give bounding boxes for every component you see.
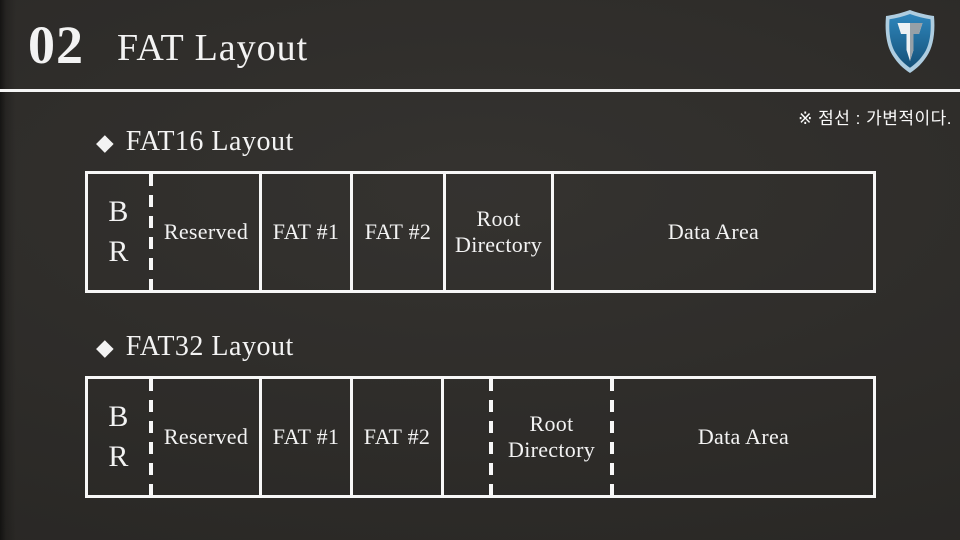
segment-label: Data Area [667,218,760,244]
segment-label: FAT #1 [272,423,340,449]
segment-label: Data Area [697,423,790,449]
fat16-segment-fat1: FAT #1 [262,174,350,290]
fat16-heading-label: FAT16 Layout [125,126,294,157]
br-label-top: B [108,194,129,228]
fat16-segment-root-directory: Root Directory [446,174,551,290]
fat32-segment-fat2: FAT #2 [353,379,441,495]
segment-label: FAT #1 [272,218,340,244]
solid-divider [259,174,262,290]
segment-label: FAT #2 [364,218,432,244]
fat32-segment-data-area: Data Area [614,379,873,495]
title-rule [0,89,960,92]
page-number: 02 [28,15,84,75]
fat16-segment-fat2: FAT #2 [353,174,443,290]
solid-divider [551,174,554,290]
page-title: FAT Layout [117,27,309,69]
segment-label: Root Directory [508,410,595,462]
segment-label: Root Directory [455,205,542,257]
fat32-diagram: B R Reserved FAT #1 FAT #2 Root Director… [85,376,876,498]
fat32-segment-unlabeled [444,379,489,495]
dashed-divider [149,174,153,290]
br-label-top: B [108,399,129,433]
dashed-divider [489,379,493,495]
fat32-segment-root-directory: Root Directory [493,379,610,495]
logo [883,9,937,75]
solid-divider [443,174,446,290]
diamond-bullet-icon: ◆ [96,334,114,361]
dashed-line-note: ※ 점선 : 가변적이다. [798,109,952,128]
segment-label: Reserved [163,218,249,244]
segment-label: FAT #2 [363,423,431,449]
segment-label: Reserved [163,423,249,449]
diamond-bullet-icon: ◆ [96,129,114,156]
fat32-heading: ◆ FAT32 Layout [96,331,294,363]
dashed-divider [149,379,153,495]
solid-divider [441,379,444,495]
fat32-segment-reserved: Reserved [153,379,259,495]
fat16-diagram: B R Reserved FAT #1 FAT #2 Root Director… [85,171,876,293]
dashed-divider [610,379,614,495]
fat16-segment-data-area: Data Area [554,174,873,290]
fat32-segment-br: B R [88,379,149,495]
solid-divider [350,379,353,495]
fat32-heading-label: FAT32 Layout [125,331,294,362]
shield-t-icon [885,10,935,73]
solid-divider [259,379,262,495]
fat32-segment-fat1: FAT #1 [262,379,350,495]
fat16-heading: ◆ FAT16 Layout [96,126,294,158]
br-label-bottom: R [108,440,129,473]
fat16-segment-br: B R [88,174,149,290]
fat16-segment-reserved: Reserved [153,174,259,290]
br-label-bottom: R [108,235,129,268]
solid-divider [350,174,353,290]
